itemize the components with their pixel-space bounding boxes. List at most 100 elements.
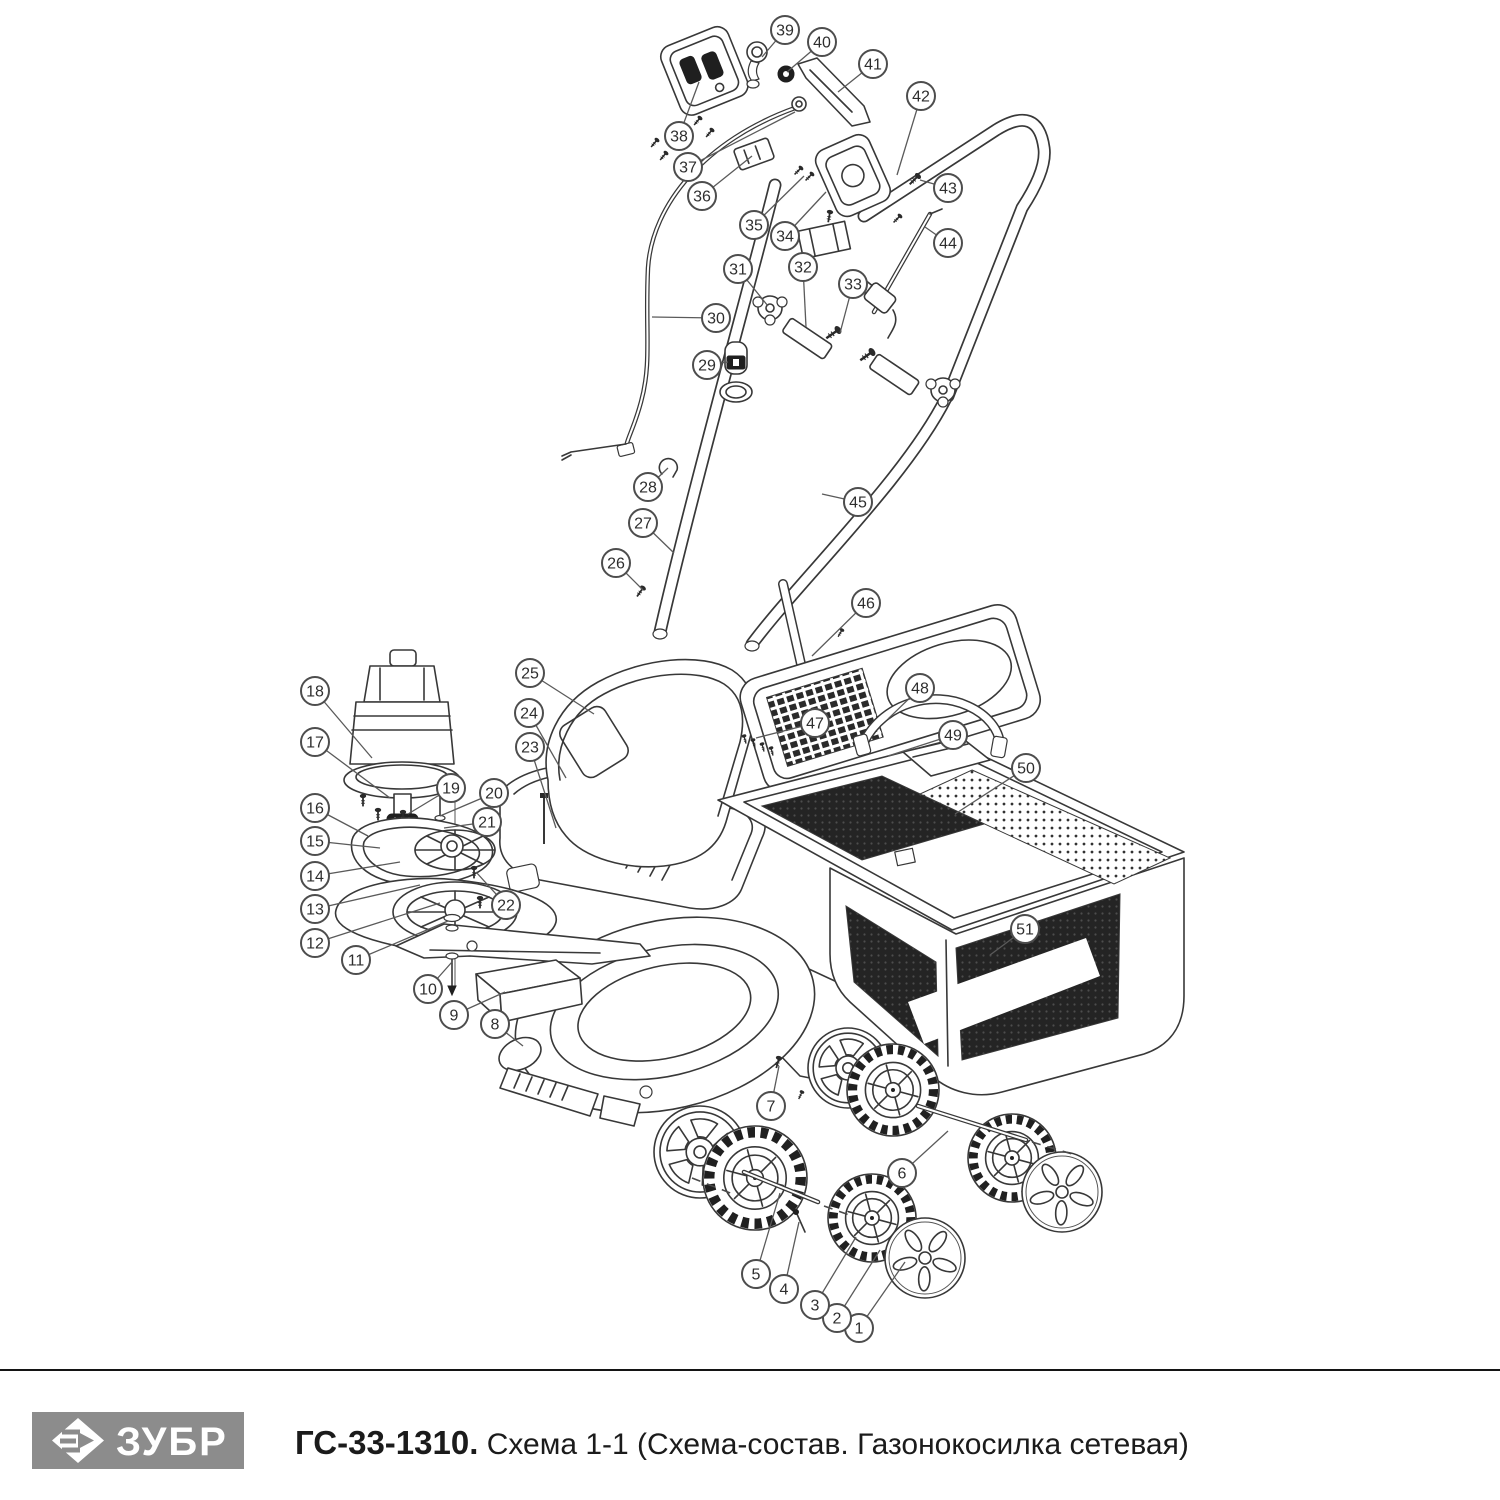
callout-39: 39 [761, 15, 800, 58]
callout-6: 6 [887, 1130, 949, 1188]
callout-48: 48 [887, 673, 935, 720]
brand-logo: ЗУБР [32, 1412, 244, 1469]
svg-text:43: 43 [939, 181, 957, 198]
callout-32: 32 [788, 252, 818, 328]
svg-text:25: 25 [521, 666, 539, 683]
svg-text:24: 24 [520, 706, 538, 723]
svg-text:37: 37 [679, 160, 697, 177]
callout-11: 11 [341, 920, 449, 975]
blade-12 [395, 923, 651, 965]
svg-text:28: 28 [639, 480, 657, 497]
callout-29: 29 [692, 350, 729, 380]
svg-text:27: 27 [634, 516, 652, 533]
callout-42: 42 [896, 81, 936, 176]
svg-text:9: 9 [450, 1008, 459, 1025]
callout-4: 4 [769, 1221, 800, 1304]
brand-logo-text: ЗУБР [116, 1420, 228, 1464]
callout-36: 36 [687, 155, 753, 211]
svg-text:2: 2 [833, 1311, 842, 1328]
svg-text:5: 5 [752, 1267, 761, 1284]
svg-text:32: 32 [794, 260, 812, 277]
callout-1: 1 [844, 1261, 906, 1343]
svg-text:11: 11 [348, 953, 365, 970]
model-number: ГС-33-1310. [295, 1424, 479, 1461]
svg-text:8: 8 [491, 1017, 500, 1034]
callout-7: 7 [756, 1065, 786, 1121]
svg-text:20: 20 [485, 786, 503, 803]
svg-text:36: 36 [693, 189, 711, 206]
svg-text:40: 40 [813, 35, 831, 52]
svg-text:18: 18 [306, 684, 324, 701]
callout-21: 21 [443, 807, 502, 837]
callout-27: 27 [628, 508, 675, 554]
callout-23: 23 [515, 732, 557, 829]
handle-knob-31b [925, 377, 961, 408]
callout-45: 45 [821, 487, 873, 517]
callout-49: 49 [887, 720, 968, 757]
callout-34: 34 [770, 191, 827, 251]
cable-clip-28 [658, 457, 679, 478]
svg-text:51: 51 [1016, 922, 1034, 939]
callout-28: 28 [633, 467, 669, 502]
blade-bolt-10 [445, 952, 459, 997]
svg-text:26: 26 [607, 556, 625, 573]
svg-text:41: 41 [864, 57, 882, 74]
axles [691, 1103, 1073, 1233]
callout-31: 31 [723, 254, 769, 307]
svg-text:7: 7 [767, 1099, 776, 1116]
svg-text:29: 29 [698, 358, 716, 375]
svg-text:19: 19 [442, 781, 460, 798]
callout-24: 24 [514, 698, 567, 779]
box-9 [475, 959, 583, 1023]
svg-text:47: 47 [806, 716, 824, 733]
callout-17: 17 [300, 727, 391, 799]
callout-33: 33 [838, 269, 868, 334]
svg-text:45: 45 [849, 495, 867, 512]
callout-47: 47 [755, 708, 830, 739]
svg-text:33: 33 [844, 277, 862, 294]
callout-19: 19 [407, 773, 466, 815]
callout-13: 13 [300, 884, 421, 924]
svg-text:10: 10 [419, 982, 437, 999]
callout-10: 10 [413, 961, 453, 1004]
svg-text:42: 42 [912, 89, 930, 106]
svg-text:44: 44 [939, 236, 957, 253]
callout-2: 2 [822, 1249, 881, 1333]
svg-text:17: 17 [306, 735, 324, 752]
grassbox-handle-48 [852, 694, 1008, 759]
svg-text:38: 38 [670, 129, 688, 146]
svg-text:46: 46 [857, 596, 875, 613]
svg-text:15: 15 [306, 834, 324, 851]
svg-text:22: 22 [497, 898, 515, 915]
grassbox-bottom-51 [829, 857, 1185, 1096]
svg-text:6: 6 [898, 1166, 907, 1183]
lever-arm-41 [791, 57, 871, 127]
callout-51: 51 [989, 914, 1040, 956]
switch-base-34 [796, 133, 892, 260]
callout-43: 43 [919, 173, 963, 203]
fan-tray-16 [350, 817, 496, 886]
svg-text:21: 21 [478, 815, 496, 832]
wheels [653, 1027, 1103, 1299]
strain-relief-29 [719, 341, 753, 403]
callout-18: 18 [300, 676, 373, 759]
clamp-plate-32 [782, 317, 833, 360]
callout-14: 14 [300, 861, 401, 891]
screw-26 [633, 583, 648, 600]
svg-text:30: 30 [707, 311, 725, 328]
switch-box-38 [659, 25, 749, 116]
callout-25: 25 [515, 658, 595, 715]
handle-knob-31 [752, 295, 788, 326]
callout-38: 38 [664, 81, 700, 151]
svg-text:1: 1 [855, 1321, 864, 1338]
callout-5: 5 [741, 1192, 781, 1289]
sheet-title: ГС-33-1310. Схема 1-1 (Схема-состав. Газ… [295, 1424, 1189, 1462]
svg-text:13: 13 [306, 902, 324, 919]
callout-50: 50 [954, 753, 1041, 815]
svg-text:3: 3 [811, 1298, 820, 1315]
callout-16: 16 [300, 793, 369, 837]
callout-8: 8 [480, 1009, 524, 1047]
